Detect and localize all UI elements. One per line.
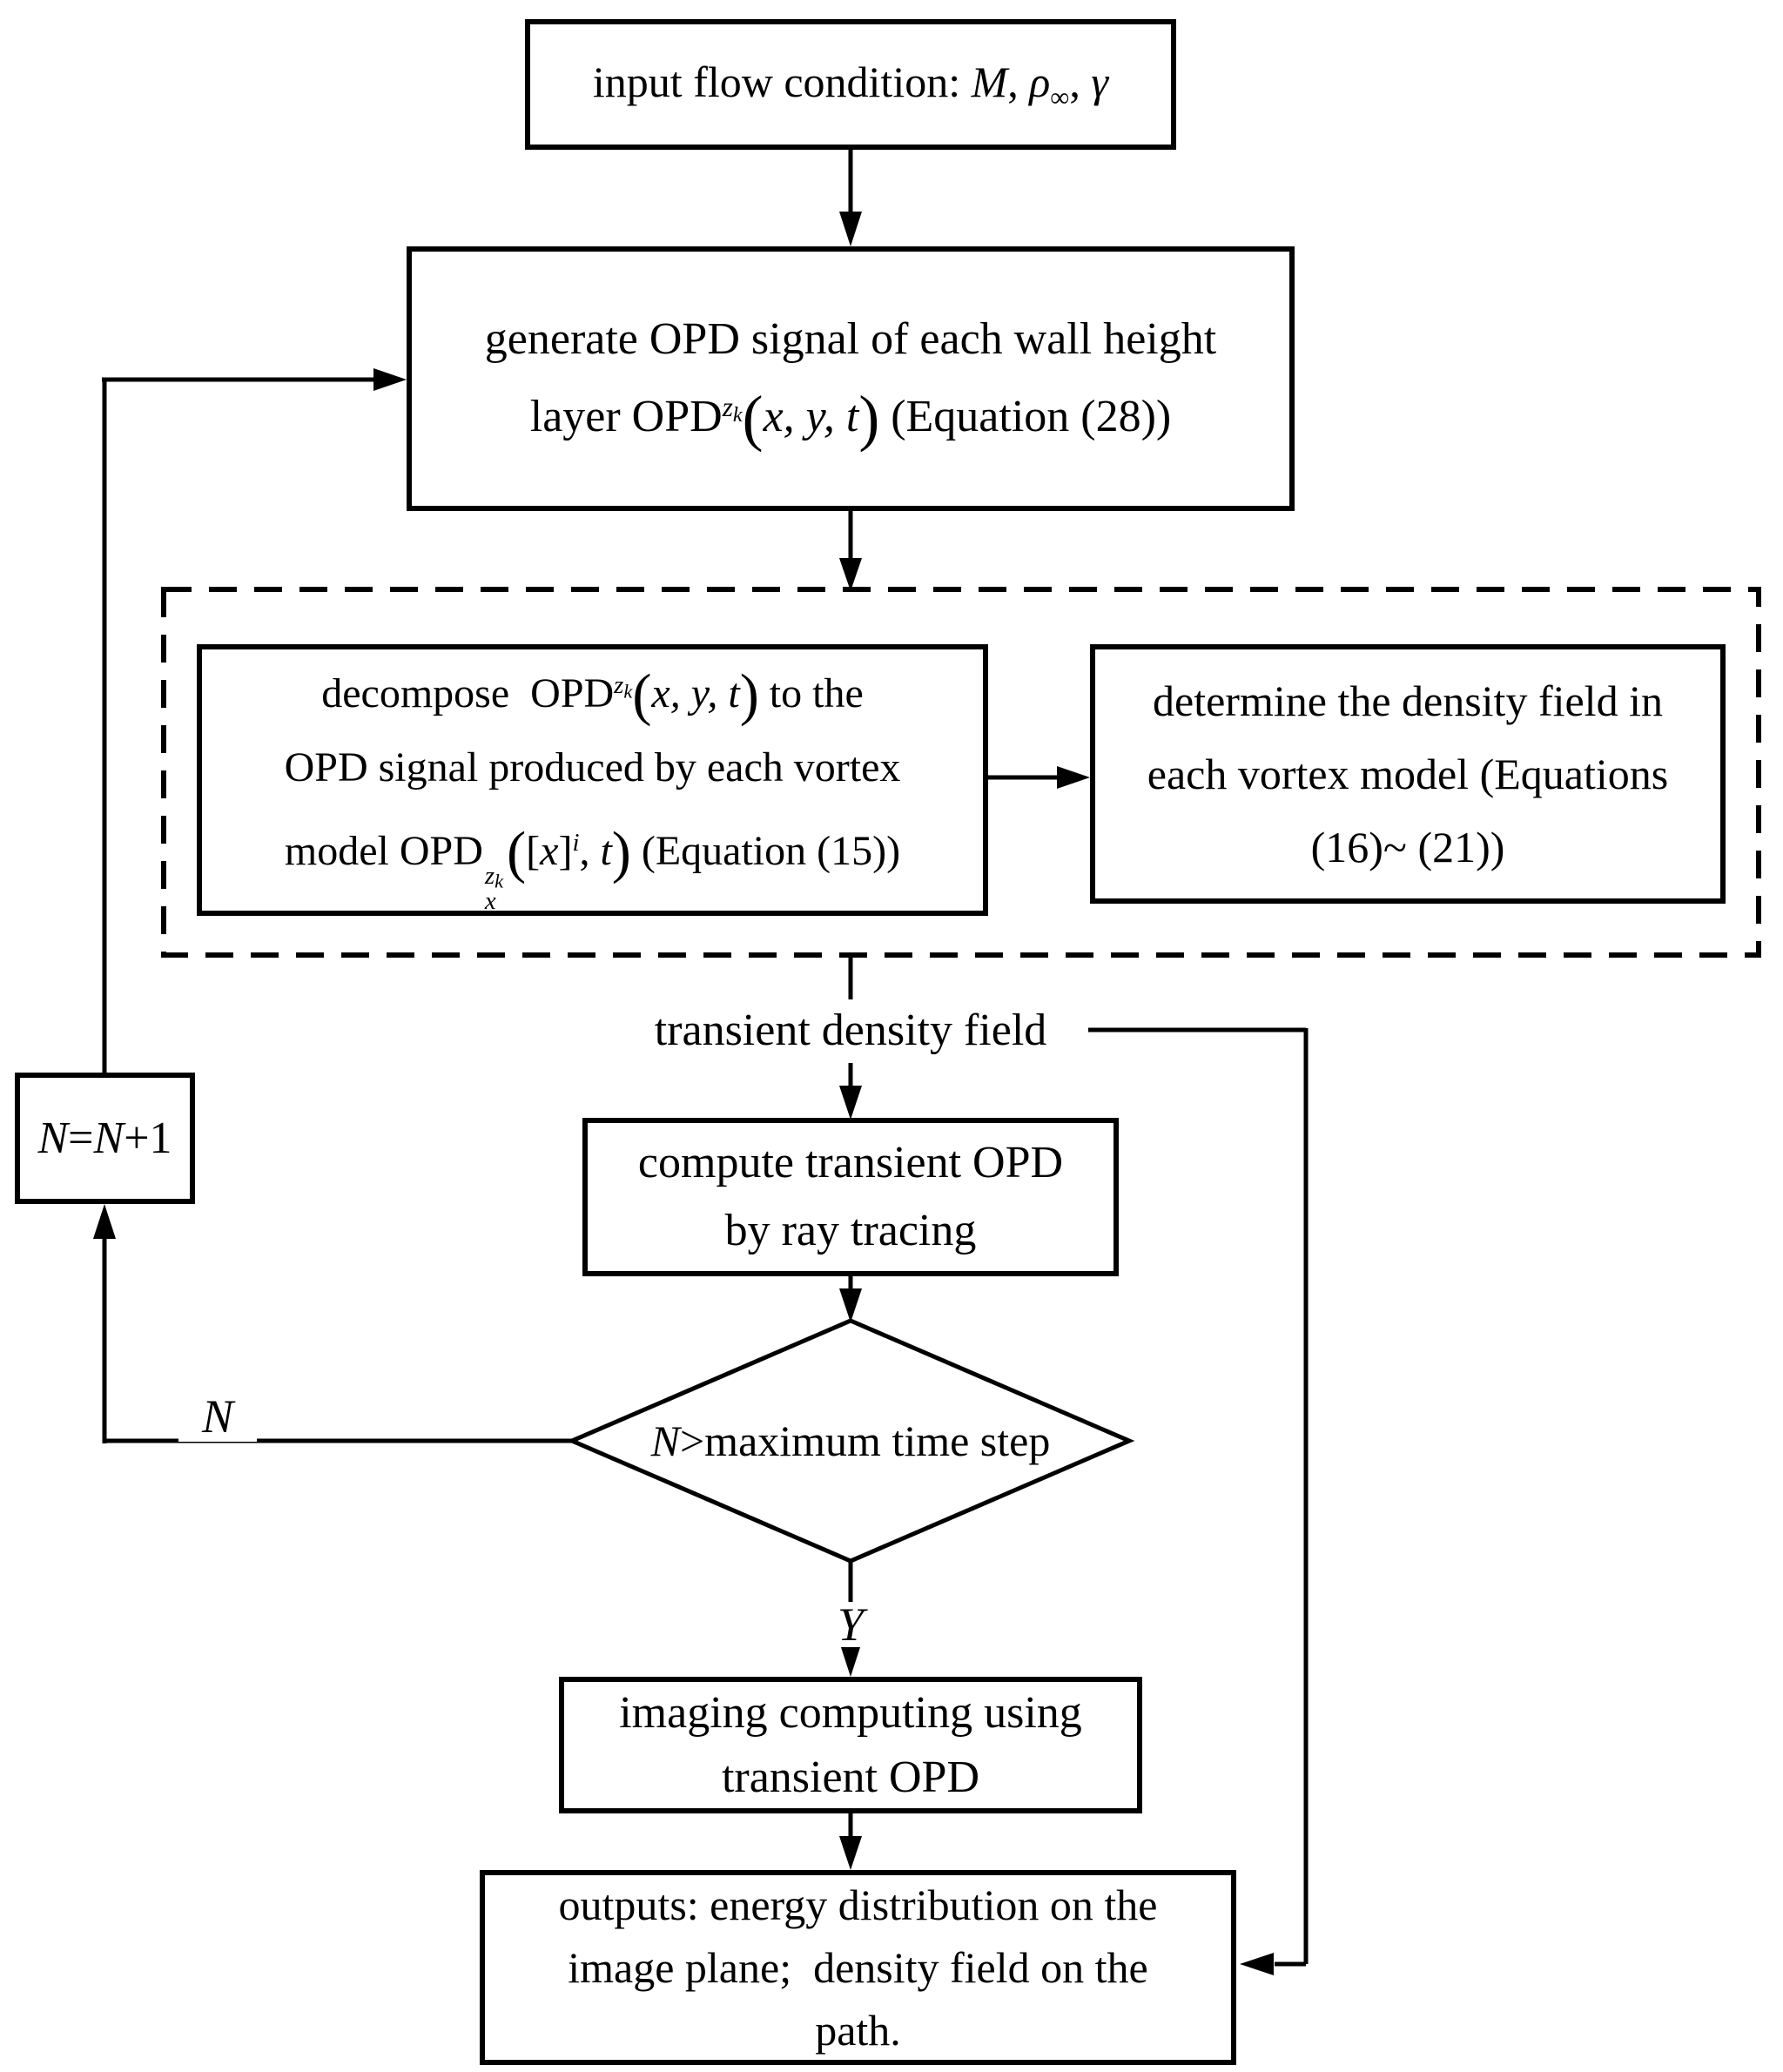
decompose-opd-box: decompose OPDzk(x, y, t) to the OPD sign… bbox=[197, 644, 988, 916]
input-flow-condition-box: input flow condition: M, ρ∞, γ bbox=[525, 19, 1176, 150]
arrowhead-into-compute bbox=[839, 1086, 862, 1120]
arrowhead-loop-into-generate bbox=[373, 368, 407, 391]
compute-transient-opd-box: compute transient OPD by ray tracing bbox=[582, 1118, 1119, 1276]
input-flow-condition-text: input flow condition: M, ρ∞, γ bbox=[592, 57, 1109, 112]
n-plus-one-box: N=N+1 bbox=[15, 1073, 195, 1204]
transient-density-field-label: transient density field bbox=[654, 1005, 1047, 1055]
imaging-computing-box: imaging computing using transient OPD bbox=[559, 1677, 1142, 1813]
imaging-line1: imaging computing using bbox=[619, 1687, 1082, 1738]
determine-line3: (16)~ (21)) bbox=[1310, 823, 1505, 871]
arrowhead-y-into-imaging bbox=[839, 1642, 862, 1677]
decision-diamond-label: N>maximum time step bbox=[650, 1416, 1051, 1465]
outputs-line3: path. bbox=[815, 2006, 901, 2055]
determine-line2: each vortex model (Equations bbox=[1147, 750, 1669, 798]
determine-line1: determine the density field in bbox=[1153, 676, 1663, 725]
generate-opd-box: generate OPD signal of each wall height … bbox=[407, 246, 1295, 511]
dashed-subprocess-container bbox=[161, 587, 1761, 958]
n-plus-one-text: N=N+1 bbox=[37, 1113, 172, 1163]
branch-label-y: Y bbox=[811, 1598, 890, 1651]
decompose-line2: OPD signal produced by each vortex bbox=[284, 744, 901, 791]
arrowhead-into-dashed bbox=[839, 558, 862, 591]
arrowhead-into-outputs-top bbox=[839, 1836, 862, 1870]
generate-opd-line2: layer OPDzk(x, y, t) (Equation (28)) bbox=[529, 383, 1172, 454]
arrowhead-into-generate-top bbox=[839, 212, 862, 246]
compute-line1: compute transient OPD bbox=[637, 1138, 1064, 1187]
arrowhead-right-into-outputs bbox=[1240, 1953, 1274, 1975]
branch-label-n: N bbox=[178, 1390, 257, 1443]
compute-line2: by ray tracing bbox=[724, 1206, 977, 1255]
outputs-line1: outputs: energy distribution on the bbox=[558, 1880, 1158, 1929]
determine-density-box: determine the density field in each vort… bbox=[1090, 644, 1726, 904]
generate-opd-line1: generate OPD signal of each wall height bbox=[484, 314, 1217, 365]
decompose-line1: decompose OPDzk(x, y, t) to the bbox=[321, 663, 864, 727]
arrowhead-decompose-determine bbox=[1057, 766, 1090, 789]
outputs-line2: image plane; density field on the bbox=[568, 1943, 1148, 1992]
imaging-line2: transient OPD bbox=[721, 1752, 980, 1802]
outputs-box: outputs: energy distribution on the imag… bbox=[480, 1870, 1236, 2065]
arrowhead-into-diamond bbox=[839, 1288, 862, 1322]
arrowhead-into-n-plus-one bbox=[93, 1204, 116, 1239]
